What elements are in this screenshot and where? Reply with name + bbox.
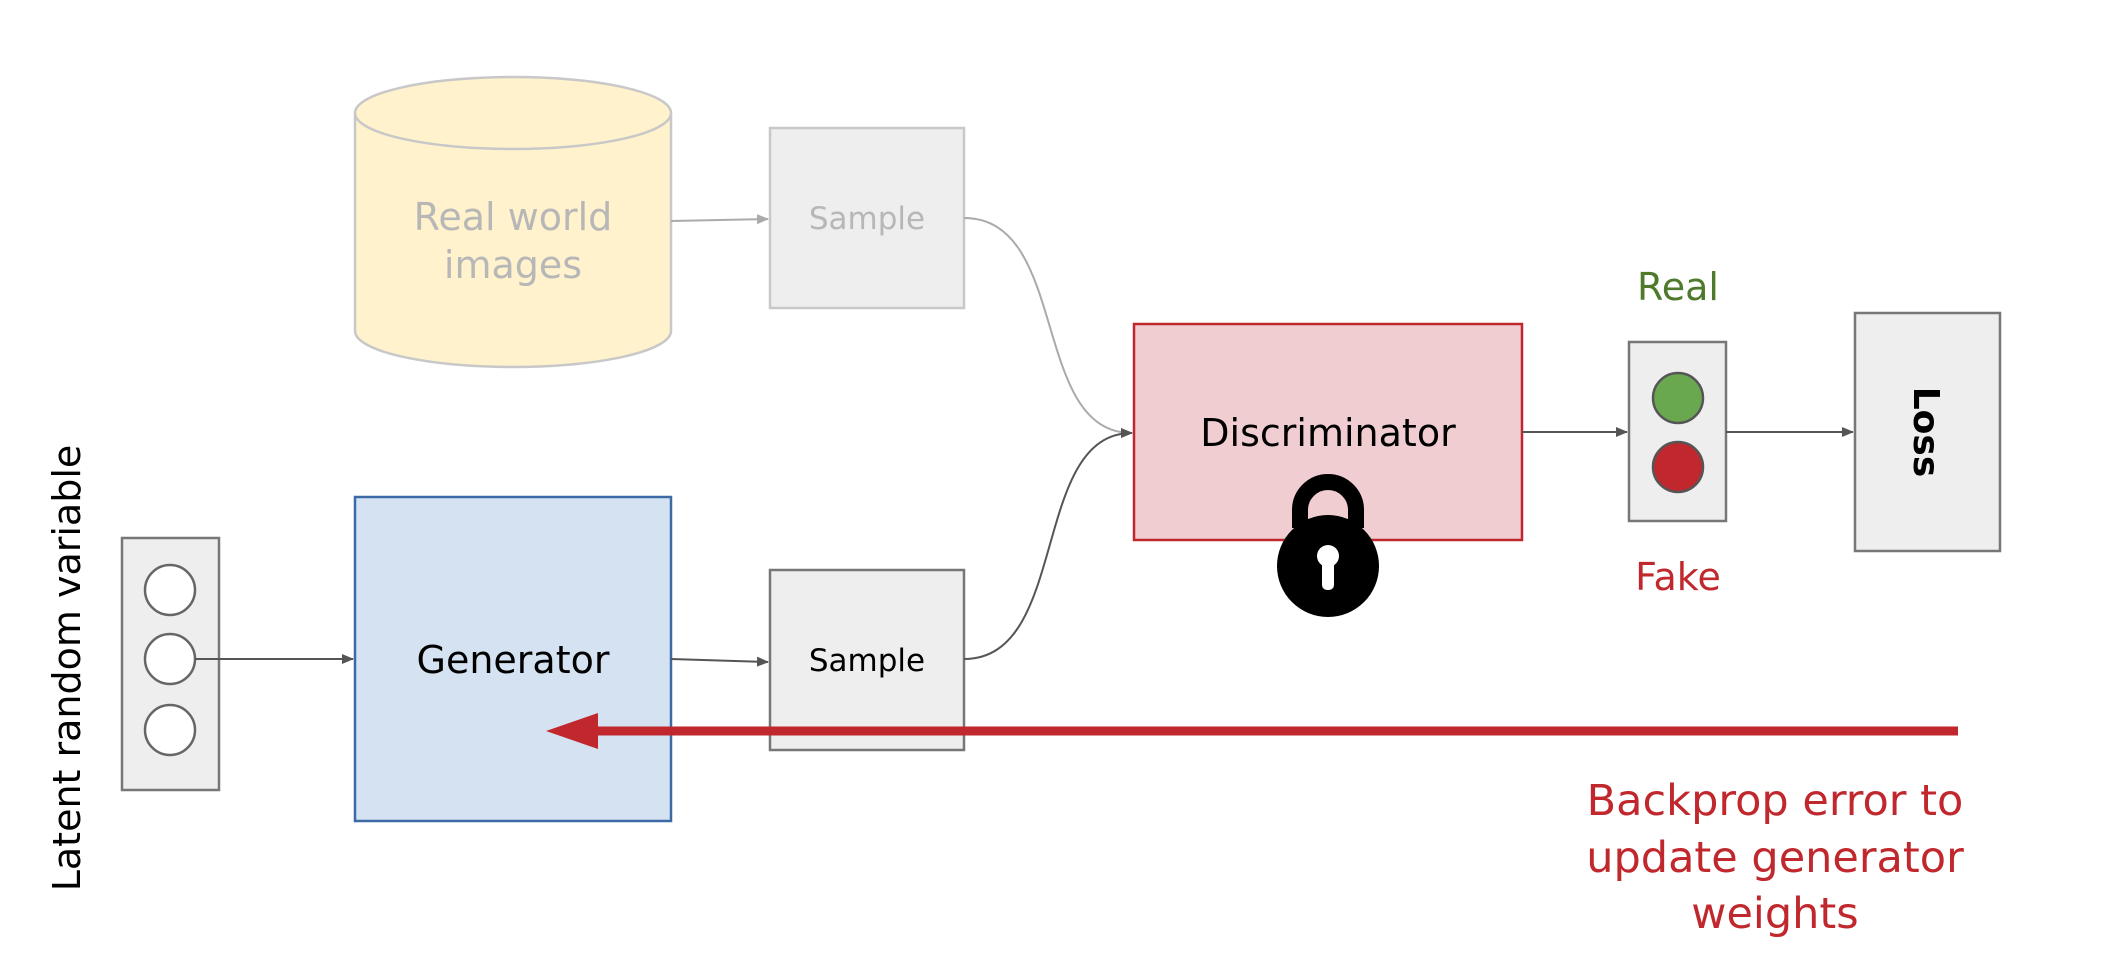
- sample-box-top: Sample: [768, 126, 966, 310]
- discriminator-box: Discriminator: [1132, 322, 1524, 542]
- latent-node: [143, 632, 197, 686]
- generator-box: Generator: [353, 495, 673, 823]
- latent-node: [143, 703, 197, 757]
- sample-box-bottom: Sample: [768, 568, 966, 752]
- lock-icon: [1277, 474, 1379, 617]
- green-light-icon: [1651, 371, 1705, 425]
- backprop-label-line1: Backprop error to: [1587, 776, 1964, 826]
- latent-random-variable-label: Latent random variable: [45, 445, 89, 892]
- real-world-images-label-line1: Real world: [414, 195, 613, 239]
- connector-images-to-sample: [670, 214, 769, 225]
- connector-generator-to-sample: [670, 656, 769, 667]
- connector-fake-sample-to-discriminator: [963, 428, 1133, 660]
- latent-vector: [120, 536, 221, 792]
- fake-label: Fake: [1635, 555, 1721, 599]
- sample-top-label: Sample: [809, 201, 925, 237]
- real-label: Real: [1637, 265, 1719, 309]
- generator-label: Generator: [417, 638, 610, 682]
- loss-label: Loss: [1905, 387, 1946, 478]
- real-world-images-label-line2: images: [444, 243, 582, 287]
- discriminator-label: Discriminator: [1200, 411, 1456, 455]
- connector-real-sample-to-discriminator: [963, 217, 1133, 438]
- real-world-images-database: Real world images: [353, 75, 673, 369]
- backprop-label-line3: weights: [1691, 889, 1858, 939]
- backprop-arrow: [546, 713, 1958, 749]
- loss-box: Loss: [1853, 311, 2002, 553]
- backprop-label-line2: update generator: [1586, 833, 1964, 883]
- latent-node: [143, 563, 197, 617]
- red-light-icon: [1651, 440, 1705, 494]
- real-fake-indicator: [1627, 340, 1728, 523]
- sample-bottom-label: Sample: [809, 643, 925, 679]
